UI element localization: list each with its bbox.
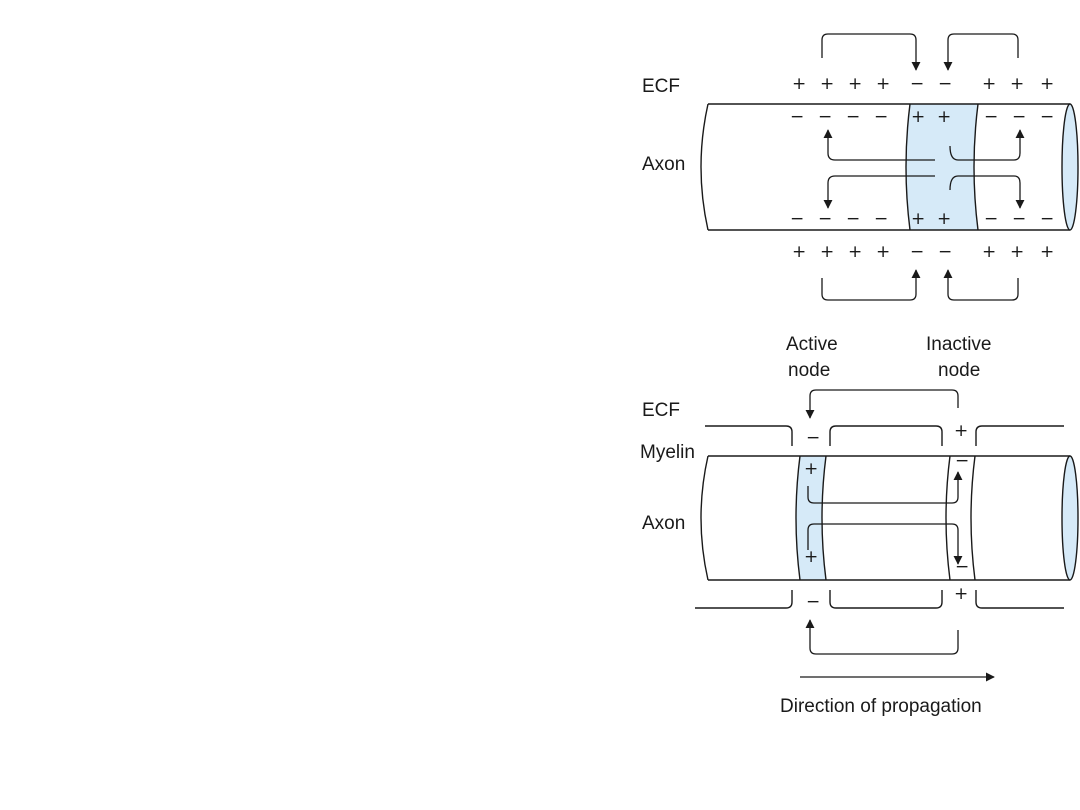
sign: +: [937, 209, 951, 229]
bottom-ecf-label: ECF: [642, 400, 680, 421]
sign: −: [846, 209, 860, 229]
myelin-sheath-lower: [695, 590, 1064, 609]
top-internal-arrow-right-upper: [949, 129, 1025, 161]
inactive-node-label-line2: node: [938, 360, 980, 381]
sign: −: [874, 209, 888, 229]
active-node-label-line1: Active: [786, 334, 838, 355]
top-active-region-left-edge: [905, 103, 911, 231]
sign: −: [910, 74, 924, 94]
sign: −: [790, 107, 804, 127]
sign: +: [911, 107, 925, 127]
active-node-right-edge: [821, 455, 827, 581]
top-internal-arrow-left-lower: [823, 175, 935, 209]
sign: +: [848, 74, 862, 94]
sign: −: [1040, 209, 1054, 229]
top-outer-lower-signs: + + + + − − + + +: [792, 242, 1054, 262]
top-external-arrow-lower-right: [943, 269, 1019, 301]
sign: −: [1012, 209, 1026, 229]
sign: +: [1010, 242, 1024, 262]
top-inner-lower-signs: − − − − + + − − −: [790, 209, 1054, 229]
sign: +: [820, 242, 834, 262]
inactive-node-inner-lower-sign: −: [955, 557, 969, 577]
sign: −: [910, 242, 924, 262]
sign: +: [982, 242, 996, 262]
sign: −: [1040, 107, 1054, 127]
sign: −: [938, 242, 952, 262]
inactive-node-right-edge: [970, 455, 976, 581]
inactive-node-outer-lower-sign: +: [954, 584, 968, 604]
sign: +: [1040, 242, 1054, 262]
bottom-external-arrow-lower: [805, 619, 959, 655]
top-outer-upper-signs: + + + + − − + + +: [792, 74, 1054, 94]
active-node-outer-lower-sign: −: [806, 592, 820, 612]
direction-of-propagation-label: Direction of propagation: [780, 696, 982, 717]
myelinated-axon-panel: Active node Inactive node ECF Myelin Axo…: [640, 334, 1079, 717]
sign: +: [937, 107, 951, 127]
sign: −: [818, 107, 832, 127]
sign: +: [876, 242, 890, 262]
sign: +: [820, 74, 834, 94]
top-active-region-right-edge: [973, 103, 979, 231]
top-axon-cylinder: [700, 103, 1079, 231]
sign: +: [982, 74, 996, 94]
bottom-axon-cylinder: [700, 455, 1079, 581]
sign: +: [792, 74, 806, 94]
sign: −: [938, 74, 952, 94]
bottom-internal-arrow-upper: [807, 471, 963, 504]
sign: +: [792, 242, 806, 262]
sign: −: [818, 209, 832, 229]
active-node-outer-upper-sign: −: [806, 428, 820, 448]
unmyelinated-axon-panel: ECF Axon + + + + − − + + + − − −: [642, 33, 1079, 301]
bottom-internal-arrow-lower: [807, 523, 963, 565]
top-internal-arrow-left-upper: [823, 129, 935, 161]
myelin-sheath-upper: [705, 425, 1064, 446]
sign: +: [848, 242, 862, 262]
inactive-node-inner-upper-sign: −: [955, 451, 969, 471]
sign: −: [790, 209, 804, 229]
inactive-node-label-line1: Inactive: [926, 334, 991, 355]
sign: −: [874, 107, 888, 127]
active-node-label-line2: node: [788, 360, 830, 381]
top-ecf-label: ECF: [642, 76, 680, 97]
bottom-active-node-region: [796, 456, 826, 580]
active-node-left-edge: [795, 455, 801, 581]
sign: −: [984, 107, 998, 127]
top-external-arrow-upper-right: [943, 33, 1019, 71]
inactive-node-outer-upper-sign: +: [954, 421, 968, 441]
sign: −: [846, 107, 860, 127]
sign: +: [911, 209, 925, 229]
sign: −: [984, 209, 998, 229]
top-active-region: [906, 104, 978, 230]
top-inner-upper-signs: − − − − + + − − −: [790, 107, 1054, 127]
myelin-label: Myelin: [640, 442, 695, 463]
active-node-inner-lower-sign: +: [804, 547, 818, 567]
top-internal-arrow-right-lower: [949, 175, 1025, 209]
top-external-arrow-lower-left: [821, 269, 921, 301]
sign: +: [1010, 74, 1024, 94]
bottom-axon-label: Axon: [642, 513, 685, 534]
active-node-inner-upper-sign: +: [804, 459, 818, 479]
top-axon-label: Axon: [642, 154, 685, 175]
bottom-external-arrow-upper: [805, 389, 959, 419]
sign: +: [1040, 74, 1054, 94]
sign: −: [1012, 107, 1026, 127]
top-external-arrow-upper-left: [821, 33, 921, 71]
inactive-node-left-edge: [945, 455, 951, 581]
sign: +: [876, 74, 890, 94]
